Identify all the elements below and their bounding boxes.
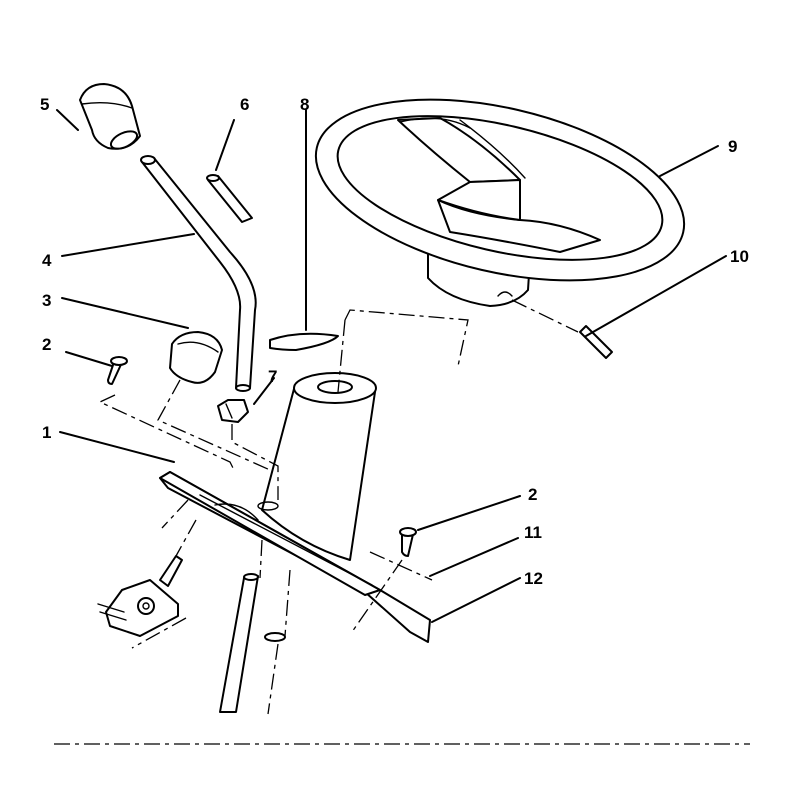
- lower-bracket: [97, 555, 183, 637]
- steering-wheel: [314, 98, 686, 307]
- screw-left: [107, 356, 128, 385]
- console-plate: [159, 471, 431, 643]
- assembly-lines: [54, 299, 750, 745]
- callout-3: 3: [42, 291, 51, 310]
- callout-5: 5: [40, 95, 49, 114]
- shift-knob: [79, 83, 141, 150]
- callout-labels: 1 2 2 3 4 5 6 7 8 9 10 11 12: [40, 95, 749, 588]
- lower-shaft: [219, 573, 286, 713]
- callout-9: 9: [728, 137, 737, 156]
- callout-7: 7: [268, 367, 277, 386]
- callout-2-left: 2: [42, 335, 51, 354]
- screw-right: [399, 527, 417, 557]
- callout-8: 8: [300, 95, 309, 114]
- callout-12: 12: [524, 569, 543, 588]
- shift-lever: [140, 155, 257, 392]
- callout-10: 10: [730, 247, 749, 266]
- decal-8: [269, 332, 339, 351]
- callout-11: 11: [524, 523, 542, 542]
- steering-column-housing: [261, 372, 377, 561]
- callout-2-right: 2: [528, 485, 537, 504]
- roll-pin-6: [206, 174, 253, 223]
- leader-lines: [56, 109, 727, 623]
- knob-3: [169, 331, 223, 384]
- callout-6: 6: [240, 95, 249, 114]
- callout-4: 4: [42, 251, 52, 270]
- clip-7: [217, 399, 249, 423]
- callout-1: 1: [42, 423, 51, 442]
